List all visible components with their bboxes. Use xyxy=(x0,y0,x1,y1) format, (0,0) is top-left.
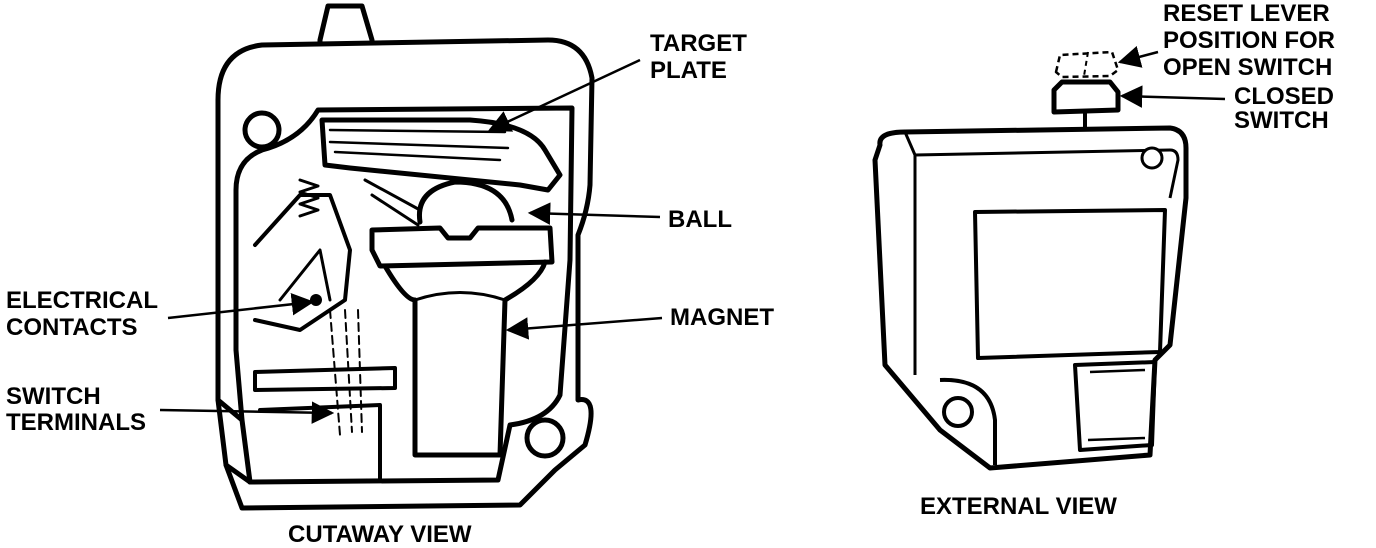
label-target-plate-line2: PLATE xyxy=(650,57,727,84)
mount-hole-bottom xyxy=(524,417,566,459)
external-view xyxy=(872,50,1189,471)
leader-ball xyxy=(527,202,661,225)
leader-target-plate xyxy=(487,58,641,132)
magnet-cap xyxy=(369,225,555,269)
target-plate-shape xyxy=(319,117,563,193)
label-electrical-contacts-line1: ELECTRICAL xyxy=(6,287,158,314)
ball-shape xyxy=(416,179,515,225)
contacts-bracket xyxy=(253,193,352,332)
leader-reset-lever xyxy=(1117,45,1159,68)
label-reset-lever-line2: POSITION FOR xyxy=(1163,27,1336,54)
mount-hole-top xyxy=(242,110,282,150)
leader-lines xyxy=(159,45,1226,424)
switch-terminals xyxy=(329,309,363,436)
label-switch-terminals-line1: SWITCH xyxy=(6,383,101,410)
leader-closed-switch xyxy=(1119,85,1226,108)
label-electrical-contacts-line2: CONTACTS xyxy=(6,314,138,341)
leader-electrical-contacts xyxy=(167,293,315,320)
label-reset-lever-line1: RESET LEVER xyxy=(1163,0,1330,27)
label-reset-lever-line3: OPEN SWITCH xyxy=(1163,54,1333,81)
caption-external-view: EXTERNAL VIEW xyxy=(920,493,1117,520)
ext-mount-hole-top xyxy=(1140,146,1164,170)
label-target-plate-line1: TARGET xyxy=(650,30,747,57)
label-magnet: MAGNET xyxy=(670,304,774,331)
label-closed-switch-line1: CLOSED xyxy=(1234,83,1335,110)
reset-lever-closed xyxy=(1051,79,1121,115)
caption-cutaway-view: CUTAWAY VIEW xyxy=(288,521,472,548)
external-body xyxy=(872,125,1189,471)
label-ball: BALL xyxy=(668,206,732,233)
lower-slot xyxy=(253,366,397,392)
cutaway-view xyxy=(215,3,595,511)
housing-inner xyxy=(233,105,575,485)
spring xyxy=(298,178,320,218)
external-bottom-tab xyxy=(1073,360,1157,452)
leader-magnet xyxy=(505,316,663,340)
label-closed-switch-line2: SWITCH xyxy=(1234,107,1329,134)
external-window xyxy=(973,208,1167,360)
magnet-body xyxy=(382,259,548,458)
leader-switch-terminals xyxy=(159,401,335,424)
label-switch-terminals-line2: TERMINALS xyxy=(6,409,146,436)
ext-mount-hole-bottom xyxy=(942,396,974,428)
